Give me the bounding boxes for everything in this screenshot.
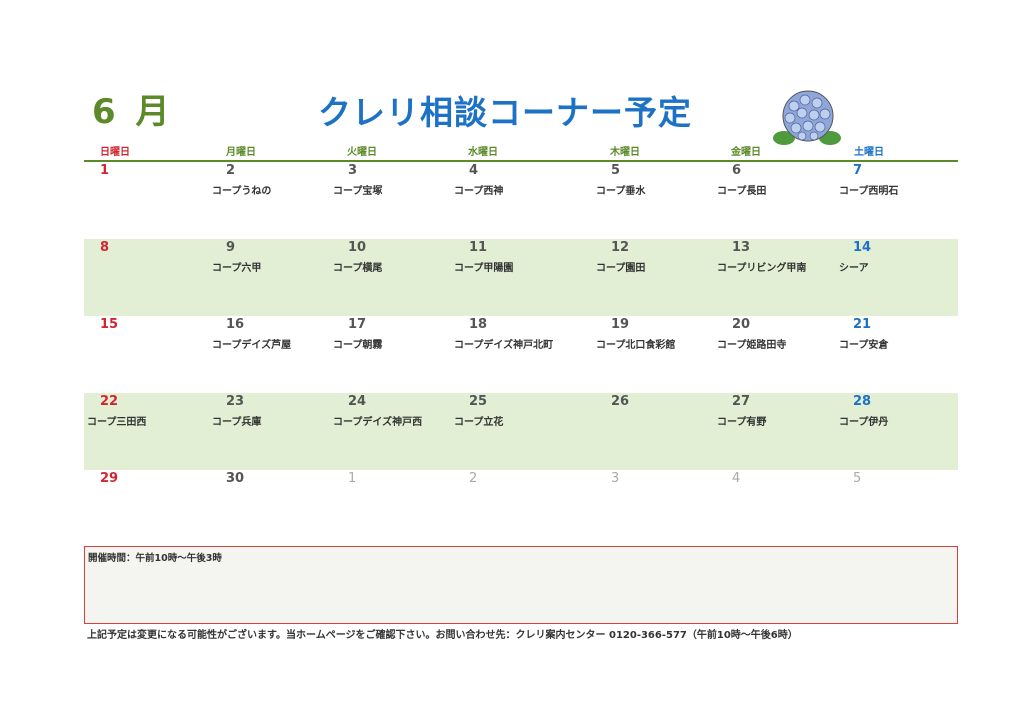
week-row: 15 16 コープデイズ芦屋 17 コープ朝霧 18 コープデイズ神戸北町 19… <box>84 316 958 393</box>
day-number: 19 <box>611 317 630 332</box>
day-number: 6 <box>732 163 742 178</box>
weekday-sun: 日曜日 <box>100 147 130 158</box>
day-number: 29 <box>100 471 119 486</box>
day-number: 7 <box>853 163 863 178</box>
day-number: 25 <box>469 394 488 409</box>
day-number: 9 <box>226 240 236 255</box>
weekday-header: 日曜日 月曜日 火曜日 水曜日 木曜日 金曜日 土曜日 <box>84 140 958 162</box>
day-event: コープ安倉 <box>839 340 889 351</box>
day-number: 20 <box>732 317 751 332</box>
day-number: 22 <box>100 394 119 409</box>
day-number: 24 <box>348 394 367 409</box>
day-event: コープ六甲 <box>212 263 262 274</box>
day-event: コープデイズ芦屋 <box>212 340 292 351</box>
weekday-sat: 土曜日 <box>854 147 884 158</box>
weekday-thu: 木曜日 <box>610 147 640 158</box>
day-number: 17 <box>348 317 367 332</box>
day-number: 5 <box>611 163 621 178</box>
day-number: 11 <box>469 240 488 255</box>
day-number: 28 <box>853 394 872 409</box>
day-event: コープ甲陽園 <box>454 263 514 274</box>
day-number: 8 <box>100 240 110 255</box>
day-event: コープデイズ神戸北町 <box>454 340 554 351</box>
day-number: 23 <box>226 394 245 409</box>
footer-disclaimer: 上記予定は変更になる可能性がございます。当ホームページをご確認下さい。お問い合わ… <box>87 630 798 641</box>
day-number: 16 <box>226 317 245 332</box>
day-event: コープ宝塚 <box>333 186 383 197</box>
day-event: コープリビング甲南 <box>717 263 807 274</box>
day-event: コープ北口食彩館 <box>596 340 676 351</box>
day-number: 30 <box>226 471 245 486</box>
day-event: コープ姫路田寺 <box>717 340 787 351</box>
day-event: コープ伊丹 <box>839 417 889 428</box>
day-event: コープ長田 <box>717 186 767 197</box>
day-number: 10 <box>348 240 367 255</box>
day-number: 1 <box>100 163 110 178</box>
week-row: 29 30 1 2 3 4 5 <box>84 470 958 547</box>
week-row: 22 コープ三田西 23 コープ兵庫 24 コープデイズ神戸西 25 コープ立花… <box>84 393 958 470</box>
day-event: シーア <box>839 263 869 274</box>
opening-hours-note: 開催時間：午前10時～午後3時 <box>88 553 222 564</box>
day-event: コープ西明石 <box>839 186 899 197</box>
day-number: 4 <box>469 163 479 178</box>
day-number: 2 <box>469 471 478 486</box>
day-event: コープうねの <box>212 186 272 197</box>
day-number: 5 <box>853 471 862 486</box>
weekday-wed: 水曜日 <box>468 147 498 158</box>
day-number: 14 <box>853 240 872 255</box>
day-number: 18 <box>469 317 488 332</box>
week-row: 1 2 コープうねの 3 コープ宝塚 4 コープ西神 5 コープ垂水 6 コープ… <box>84 162 958 239</box>
day-number: 2 <box>226 163 236 178</box>
day-number: 15 <box>100 317 119 332</box>
page-title: クレリ相談コーナー予定 <box>318 93 692 132</box>
day-number: 27 <box>732 394 751 409</box>
weekday-mon: 月曜日 <box>226 147 256 158</box>
day-event: コープ垂水 <box>596 186 646 197</box>
weekday-tue: 火曜日 <box>347 147 377 158</box>
day-number: 21 <box>853 317 872 332</box>
notes-box: 開催時間：午前10時～午後3時 <box>84 546 958 624</box>
day-number: 12 <box>611 240 630 255</box>
day-event: コープ三田西 <box>87 417 147 428</box>
hydrangea-icon <box>773 90 841 145</box>
day-event: コープ横尾 <box>333 263 383 274</box>
day-number: 1 <box>348 471 357 486</box>
day-number: 4 <box>732 471 741 486</box>
day-event: コープ立花 <box>454 417 504 428</box>
day-number: 3 <box>611 471 620 486</box>
day-event: コープ園田 <box>596 263 646 274</box>
day-event: コープ兵庫 <box>212 417 262 428</box>
day-number: 3 <box>348 163 358 178</box>
day-number: 13 <box>732 240 751 255</box>
day-number: 26 <box>611 394 630 409</box>
weekday-fri: 金曜日 <box>731 147 761 158</box>
day-event: コープ朝霧 <box>333 340 383 351</box>
week-row: 8 9 コープ六甲 10 コープ横尾 11 コープ甲陽園 12 コープ園田 13… <box>84 239 958 316</box>
day-event: コープ有野 <box>717 417 767 428</box>
day-event: コープデイズ神戸西 <box>333 417 423 428</box>
day-event: コープ西神 <box>454 186 504 197</box>
calendar-grid: 1 2 コープうねの 3 コープ宝塚 4 コープ西神 5 コープ垂水 6 コープ… <box>84 162 958 547</box>
month-label: 6 月 <box>92 92 174 132</box>
